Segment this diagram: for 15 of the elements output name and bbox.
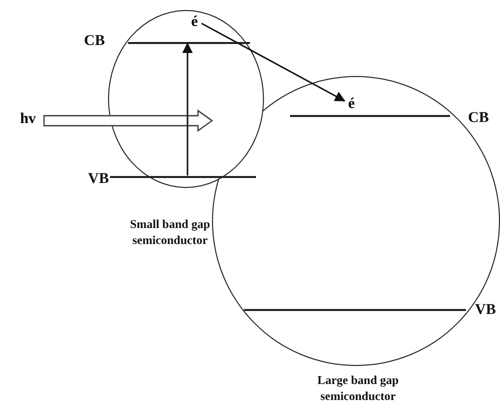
electron-label: é (188, 14, 202, 32)
semiconductor-label: Small band gap semiconductor (128, 216, 212, 248)
band-label: CB (84, 33, 105, 50)
semiconductor-label: Large band gap semiconductor (316, 372, 400, 404)
energy-band-line (290, 114, 450, 116)
photon-label: hv (14, 111, 42, 131)
arrow (201, 22, 346, 102)
energy-band-line (110, 176, 256, 178)
band-label: VB (475, 302, 496, 319)
band-label: VB (88, 171, 109, 188)
band-label: CB (468, 110, 489, 127)
energy-band-line (244, 308, 466, 310)
energy-band-line (128, 42, 250, 44)
electron-label: é (344, 96, 358, 114)
hollow-arrow (43, 109, 214, 132)
